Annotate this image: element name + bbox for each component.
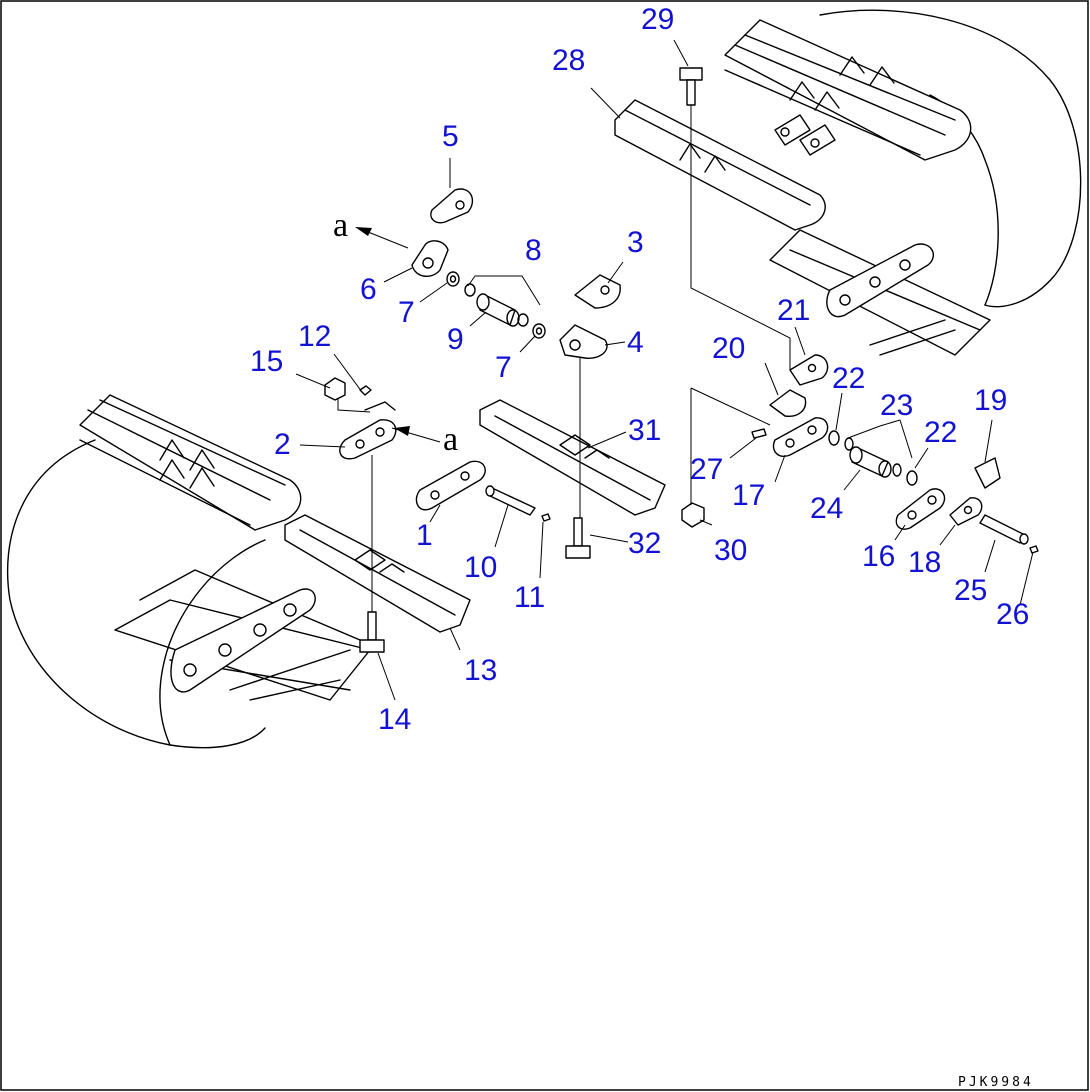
reference-arrow-upper: a	[333, 207, 409, 249]
part-24-bushing	[849, 446, 892, 478]
part-5-link	[430, 188, 473, 224]
callout-2: 2	[274, 428, 291, 461]
part-3-master-link	[574, 274, 621, 309]
callout-24: 24	[810, 492, 843, 525]
callout-22-right: 22	[924, 416, 957, 449]
left-track-assembly	[6, 394, 371, 749]
callout-10: 10	[464, 551, 497, 584]
callout-13: 13	[464, 654, 497, 687]
part-4-master-link	[559, 324, 608, 359]
part-15-nut	[324, 377, 346, 401]
callout-9: 9	[447, 323, 464, 356]
callout-20: 20	[712, 332, 745, 365]
callout-18: 18	[908, 546, 941, 579]
callout-16: 16	[862, 540, 895, 573]
part-11-pin	[541, 513, 551, 522]
callout-19: 19	[974, 384, 1007, 417]
callout-5: 5	[442, 120, 459, 153]
part-23-seal-set	[844, 437, 902, 477]
part-26-pin	[1029, 545, 1039, 554]
part-7-washer-lower	[532, 323, 546, 339]
callout-numbers: 1 2 3 4 5 6 7 7 8 9 10 11 12 13 14 15 16…	[250, 3, 1029, 736]
callout-6: 6	[360, 273, 377, 306]
part-12-pin	[359, 385, 372, 396]
right-track-assembly	[724, 9, 1082, 356]
callout-11: 11	[514, 581, 545, 614]
part-27-pin	[751, 428, 767, 439]
part-1-link	[415, 460, 486, 511]
callout-30: 30	[714, 534, 747, 567]
callout-21: 21	[777, 294, 810, 327]
part-32-bolt	[565, 517, 591, 559]
callout-3: 3	[627, 226, 644, 259]
reference-letter-lower: a	[443, 421, 458, 458]
part-25-pin	[979, 514, 1029, 545]
leader-lines	[295, 39, 1034, 701]
callout-31: 31	[628, 414, 661, 447]
callout-7-lower: 7	[495, 351, 512, 384]
callout-12: 12	[298, 320, 331, 353]
track-shoe-31	[479, 399, 666, 516]
callout-29: 29	[641, 3, 674, 36]
part-30-nut	[681, 502, 705, 528]
callout-17: 17	[732, 479, 765, 512]
part-2-link	[339, 401, 397, 460]
part-6-link	[411, 240, 449, 277]
callout-23: 23	[880, 389, 913, 422]
track-shoe-28	[614, 99, 826, 231]
callout-15: 15	[250, 345, 283, 378]
part-16-link	[895, 488, 946, 530]
drawing-code: PJK9984	[958, 1075, 1034, 1090]
callout-27: 27	[690, 453, 723, 486]
callout-7-upper: 7	[398, 296, 415, 329]
part-21-link	[789, 354, 829, 386]
part-20-link	[769, 389, 807, 417]
part-22-washer-right	[906, 470, 918, 486]
callout-32: 32	[628, 527, 661, 560]
callout-14: 14	[378, 703, 411, 736]
part-9-bushing	[476, 293, 520, 327]
part-14-bolt	[359, 611, 385, 653]
part-17-link	[772, 417, 829, 457]
callout-4: 4	[627, 326, 644, 359]
part-18-link	[949, 497, 983, 526]
callout-8: 8	[525, 234, 542, 267]
part-22-washer-left	[828, 430, 840, 446]
part-10-pin	[485, 485, 536, 516]
callout-22-left: 22	[832, 362, 865, 395]
reference-letter-upper: a	[333, 207, 348, 244]
callout-28: 28	[552, 44, 585, 77]
part-29-bolt	[679, 67, 703, 106]
callout-26: 26	[996, 598, 1029, 631]
reference-arrow-lower: a	[391, 421, 458, 458]
part-19-link	[974, 457, 1001, 489]
callout-1: 1	[416, 519, 433, 552]
part-7-washer-upper	[446, 271, 460, 287]
callout-25: 25	[954, 574, 987, 607]
track-shoe-13	[284, 514, 471, 633]
